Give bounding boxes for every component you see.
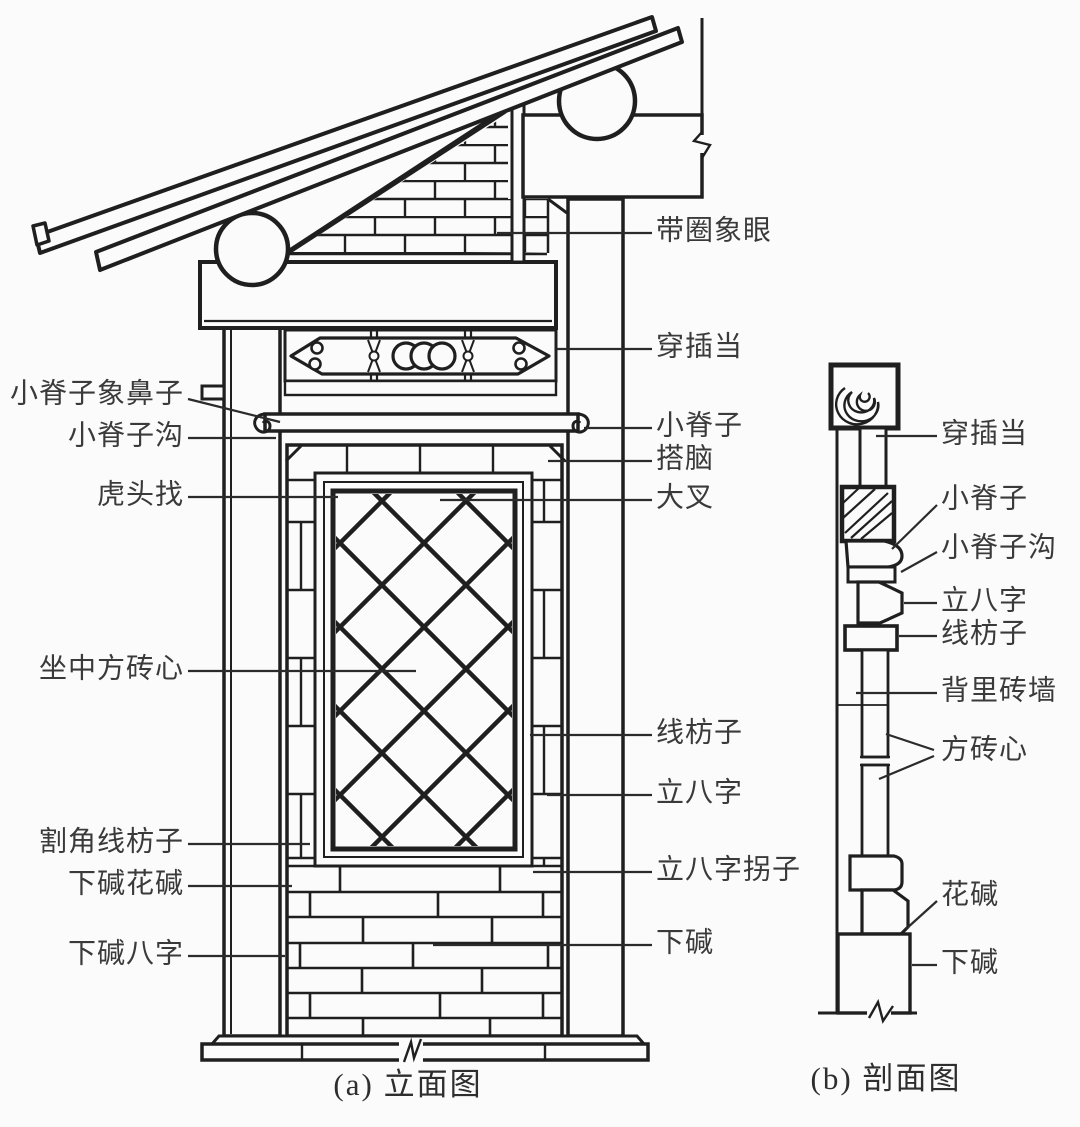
right-pilaster bbox=[547, 197, 625, 1038]
label-b-libazi: 立八字 bbox=[941, 584, 1028, 616]
label-hutouzhao: 虎头找 bbox=[97, 478, 184, 510]
labels-left: 小脊子象鼻子 小脊子沟 虎头找 坐中方砖心 割角线枋子 下碱花碱 下碱八字 bbox=[10, 377, 184, 969]
labels-right: 带圈象眼 穿插当 小脊子 搭脑 大叉 线枋子 立八字 立八字拐子 下碱 bbox=[656, 214, 801, 958]
label-chuanchadang: 穿插当 bbox=[656, 330, 743, 362]
huajian-profile-lower bbox=[860, 888, 910, 936]
leader-lines-left bbox=[187, 397, 416, 958]
caption-elevation: (a) 立面图 bbox=[333, 1067, 482, 1102]
label-zuozhong-fangzhuanxin: 坐中方砖心 bbox=[39, 652, 184, 684]
label-b-chuanchadang: 穿插当 bbox=[941, 417, 1028, 449]
label-b-huajian: 花碱 bbox=[941, 878, 999, 910]
huajian-profile-upper bbox=[848, 854, 904, 892]
label-libazi: 立八字 bbox=[656, 776, 743, 808]
fangzhuanxin-strip bbox=[860, 763, 890, 858]
roof-plank-lower bbox=[94, 26, 684, 272]
xiaojizi-groove-profile bbox=[846, 565, 897, 584]
label-xiaojizi-gou: 小脊子沟 bbox=[68, 419, 184, 451]
xiaojizi-profile bbox=[844, 539, 904, 569]
break-mark-section bbox=[867, 998, 894, 1024]
section-view bbox=[818, 362, 917, 1024]
label-xiajian-bazi: 下碱八字 bbox=[68, 937, 184, 969]
ornament-ring bbox=[427, 341, 457, 371]
label-danao: 搭脑 bbox=[656, 442, 714, 474]
center-square-brick-panel bbox=[313, 471, 534, 868]
label-xiajian-huajian: 下碱花碱 bbox=[68, 867, 184, 899]
left-curl bbox=[253, 412, 272, 434]
elephant-nose-stub bbox=[200, 384, 226, 401]
right-curl bbox=[571, 412, 590, 434]
roof-plank-upper bbox=[34, 15, 658, 255]
label-b-xianfangzi: 线枋子 bbox=[941, 617, 1028, 649]
wood-grain-hatch bbox=[842, 487, 893, 540]
purlin-circle-left bbox=[213, 210, 291, 288]
roof-planks bbox=[31, 15, 684, 272]
labels-section: 穿插当 小脊子 小脊子沟 立八字 线枋子 背里砖墙 方砖心 花碱 下碱 bbox=[941, 417, 1057, 978]
xiaojizi-molding bbox=[253, 412, 590, 434]
caption-section: (b) 剖面图 bbox=[811, 1061, 962, 1096]
label-b-beili-zhuanqiang: 背里砖墙 bbox=[941, 674, 1057, 706]
break-mark-top bbox=[691, 131, 712, 159]
left-pilaster bbox=[200, 326, 282, 1038]
label-b-fangzhuanxin: 方砖心 bbox=[941, 733, 1028, 765]
label-xiajian: 下碱 bbox=[656, 926, 714, 958]
plinth bbox=[200, 1034, 650, 1063]
label-xianfangzi: 线枋子 bbox=[656, 716, 743, 748]
label-b-xiaojizi-gou: 小脊子沟 bbox=[941, 531, 1057, 563]
label-gejiao-xianfangzi: 割角线枋子 bbox=[39, 825, 184, 857]
label-daiquan-xiangyan: 带圈象眼 bbox=[656, 214, 772, 246]
xiajian-section-column bbox=[836, 932, 912, 1015]
label-xiaojizi-xiangbizi: 小脊子象鼻子 bbox=[10, 377, 184, 409]
label-b-xiajian: 下碱 bbox=[941, 946, 999, 978]
gable-brick-triangle bbox=[269, 102, 550, 265]
leader-lines-right bbox=[433, 231, 652, 947]
break-mark-plinth bbox=[402, 1037, 423, 1063]
label-libazi-guaizi: 立八字拐子 bbox=[656, 853, 801, 885]
roof-plank-tip bbox=[31, 221, 51, 247]
xianfangzi-profile bbox=[843, 624, 899, 652]
label-dacha: 大叉 bbox=[656, 481, 714, 513]
label-xiaojizi: 小脊子 bbox=[656, 409, 743, 441]
leader-lines-section bbox=[856, 434, 938, 967]
chuanchadang-band bbox=[283, 328, 558, 397]
libazi-profile bbox=[856, 580, 904, 625]
wood-rings bbox=[835, 387, 880, 426]
label-b-xiaojizi: 小脊子 bbox=[941, 482, 1028, 514]
